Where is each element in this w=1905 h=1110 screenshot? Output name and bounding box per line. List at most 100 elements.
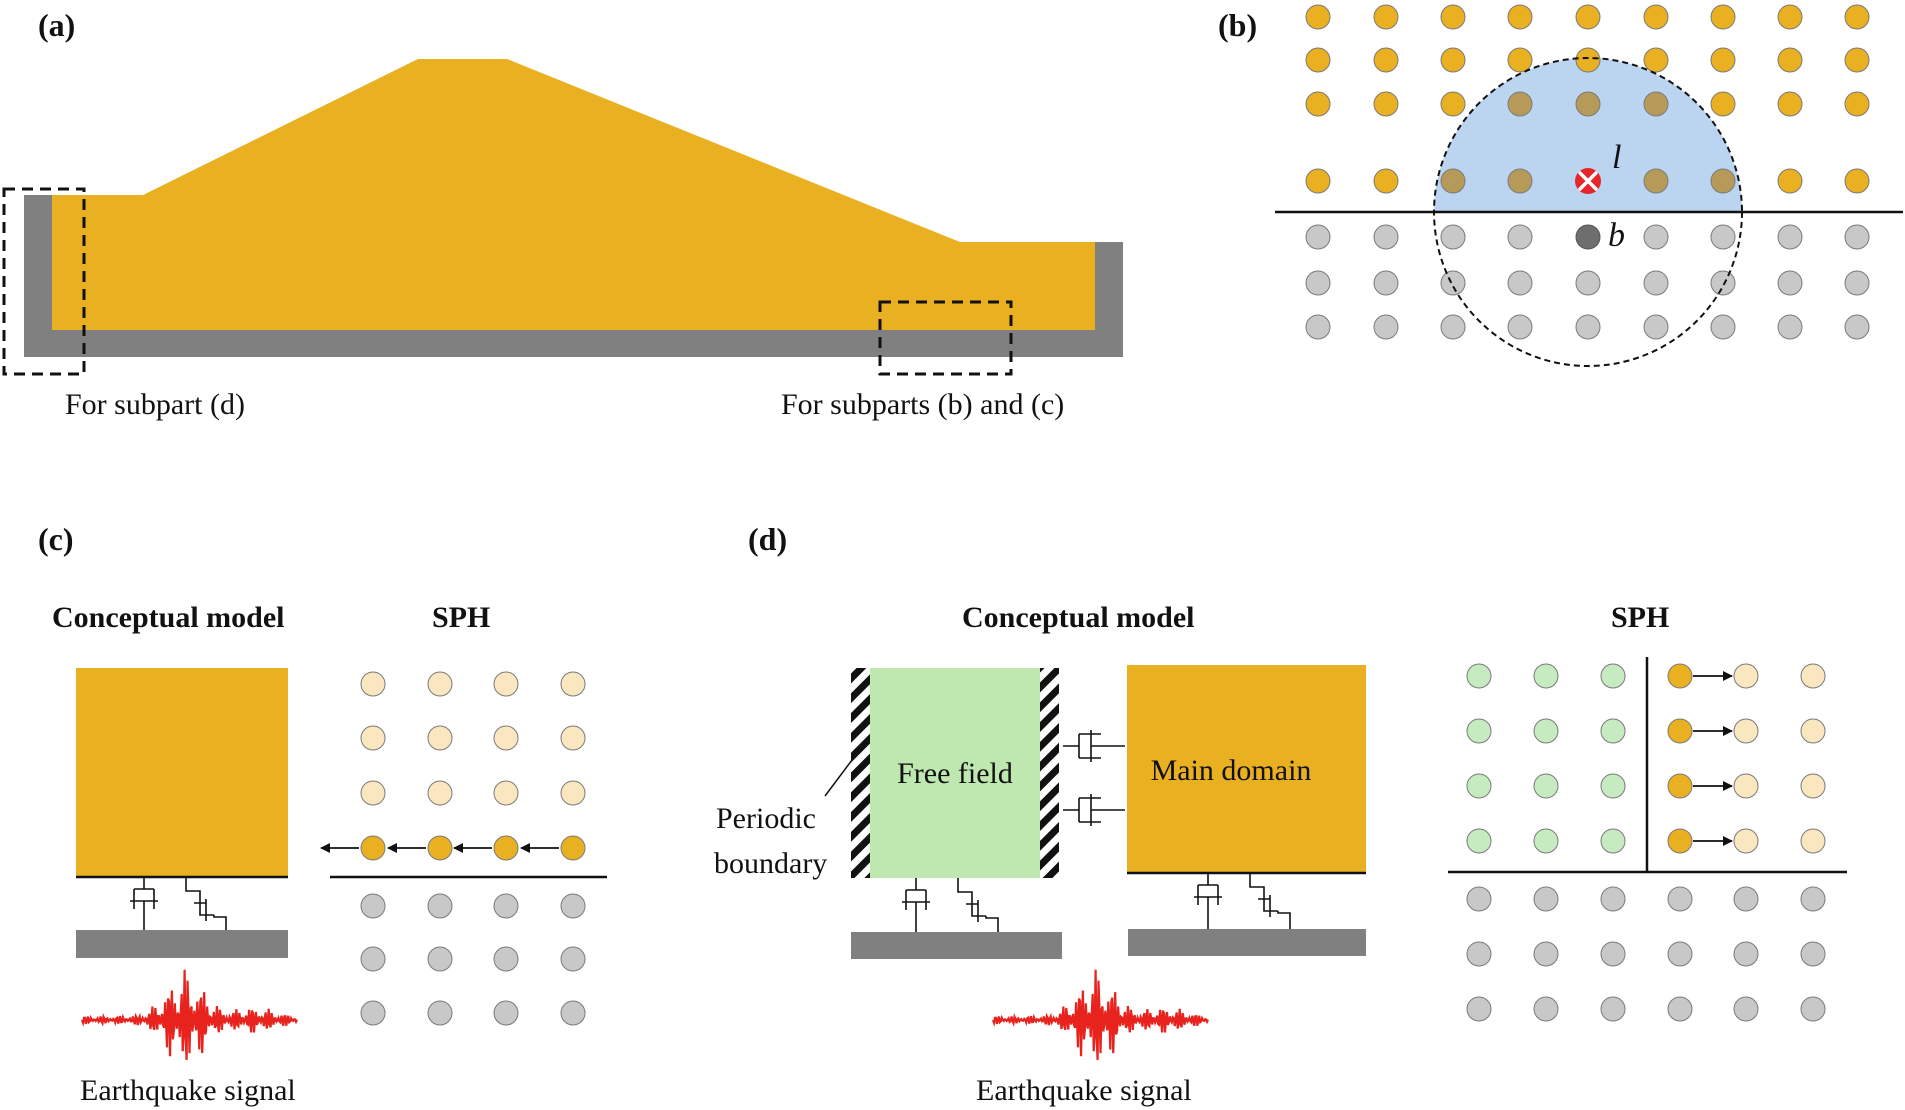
container-base bbox=[24, 330, 1123, 357]
soil-particle-light bbox=[1800, 828, 1826, 854]
soil-particle bbox=[1373, 91, 1399, 117]
boundary-particle bbox=[1710, 270, 1736, 296]
soil-particle bbox=[1305, 91, 1331, 117]
soil-particle bbox=[1305, 4, 1331, 30]
soil-particle-light bbox=[493, 780, 519, 806]
boundary-particle bbox=[360, 893, 386, 919]
interface-soil-particle bbox=[1667, 718, 1693, 744]
soil-particle-light bbox=[1733, 773, 1759, 799]
note-subpart-d: For subpart (d) bbox=[65, 388, 245, 421]
boundary-particle bbox=[493, 1000, 519, 1026]
soil-particle bbox=[1373, 168, 1399, 194]
soil-particle bbox=[1440, 47, 1466, 73]
free-field-particle bbox=[1533, 773, 1559, 799]
dashpot-spring-icon bbox=[130, 877, 227, 930]
soil-particle-light bbox=[427, 671, 453, 697]
panel-c-particles bbox=[320, 671, 586, 1026]
dashpot-icon bbox=[902, 901, 930, 932]
boundary-particle bbox=[1507, 270, 1533, 296]
boundary-particle bbox=[1667, 996, 1693, 1022]
soil-particle-light bbox=[560, 780, 586, 806]
boundary-particle bbox=[1373, 314, 1399, 340]
boundary-particle bbox=[1733, 941, 1759, 967]
dashpot-icon bbox=[133, 877, 155, 909]
focus-box-subparts-b-c bbox=[878, 300, 1013, 376]
soil-particle-in-domain bbox=[1507, 91, 1533, 117]
boundary-particle bbox=[427, 946, 453, 972]
boundary-particle bbox=[1667, 886, 1693, 912]
boundary-particle bbox=[1643, 270, 1669, 296]
soil-particle bbox=[1305, 47, 1331, 73]
free-field-particle bbox=[1466, 773, 1492, 799]
particle-b bbox=[1575, 224, 1601, 250]
panel-d-label: (d) bbox=[748, 521, 787, 557]
boundary-particle bbox=[1466, 886, 1492, 912]
soil-particle-in-domain bbox=[1643, 91, 1669, 117]
boundary-particle bbox=[1777, 314, 1803, 340]
dam-soil-body bbox=[52, 59, 1095, 330]
soil-particle-light bbox=[1733, 828, 1759, 854]
soil-particle-light bbox=[1733, 663, 1759, 689]
interface-soil-particle bbox=[1667, 773, 1693, 799]
boundary-particle bbox=[1600, 941, 1626, 967]
panel-c-conceptual-title: Conceptual model bbox=[52, 601, 285, 634]
free-field-particle bbox=[1533, 663, 1559, 689]
panel-d-sph-title: SPH bbox=[1611, 601, 1669, 634]
soil-particle-light bbox=[493, 725, 519, 751]
boundary-particle bbox=[1777, 224, 1803, 250]
lateral-dashpot-icon bbox=[1063, 730, 1125, 762]
interface-soil-particle bbox=[493, 835, 519, 861]
main-domain-block bbox=[1127, 665, 1366, 873]
soil-particle bbox=[1643, 47, 1669, 73]
main-domain-rigid-base bbox=[1128, 929, 1366, 956]
soil-particle bbox=[1305, 168, 1331, 194]
boundary-particle bbox=[1600, 996, 1626, 1022]
panel-c-signal-caption: Earthquake signal bbox=[80, 1074, 296, 1107]
soil-particle bbox=[1575, 4, 1601, 30]
note-subparts-b-c: For subparts (b) and (c) bbox=[781, 388, 1064, 421]
boundary-particle bbox=[1507, 314, 1533, 340]
boundary-particle bbox=[493, 946, 519, 972]
soil-particle-light bbox=[360, 671, 386, 697]
interface-soil-particle bbox=[427, 835, 453, 861]
periodic-boundary-right bbox=[1040, 668, 1059, 878]
soil-particle bbox=[1777, 168, 1803, 194]
soil-particle bbox=[1844, 91, 1870, 117]
boundary-particle bbox=[1733, 886, 1759, 912]
earthquake-signal-icon bbox=[991, 969, 1209, 1060]
boundary-particle bbox=[1575, 314, 1601, 340]
dashpot-icon bbox=[905, 878, 927, 910]
spring-icon bbox=[1249, 873, 1291, 929]
soil-particle bbox=[1440, 91, 1466, 117]
panel-c-label: (c) bbox=[38, 521, 74, 557]
free-field-particle bbox=[1533, 828, 1559, 854]
soil-particle bbox=[1844, 4, 1870, 30]
soil-particle bbox=[1507, 4, 1533, 30]
boundary-particle bbox=[360, 1000, 386, 1026]
panel-b-label: (b) bbox=[1218, 7, 1257, 43]
soil-particle bbox=[1777, 91, 1803, 117]
panel-b: (b) l b bbox=[1218, 4, 1903, 367]
free-field-particle bbox=[1600, 828, 1626, 854]
soil-particle-in-domain bbox=[1575, 91, 1601, 117]
soil-particle bbox=[1575, 47, 1601, 73]
soil-particle bbox=[1777, 47, 1803, 73]
soil-particle bbox=[1373, 4, 1399, 30]
panel-a: (a) For subpart (d) For subparts (b) and… bbox=[2, 7, 1123, 421]
soil-particle-in-domain bbox=[1710, 168, 1736, 194]
earthquake-signal-icon bbox=[80, 969, 298, 1060]
boundary-particle bbox=[1305, 224, 1331, 250]
soil-particle bbox=[1373, 47, 1399, 73]
boundary-particle bbox=[1667, 941, 1693, 967]
boundary-particle bbox=[1440, 314, 1466, 340]
soil-particle-in-domain bbox=[1507, 168, 1533, 194]
spring-icon bbox=[185, 877, 227, 930]
dashpot-spring-icon bbox=[902, 730, 1291, 932]
boundary-particle bbox=[1710, 224, 1736, 250]
panel-d-conceptual-title: Conceptual model bbox=[962, 601, 1195, 634]
soil-particle-light bbox=[1800, 773, 1826, 799]
boundary-particle bbox=[1533, 886, 1559, 912]
boundary-particle bbox=[1440, 224, 1466, 250]
soil-particle-light bbox=[360, 725, 386, 751]
free-field-particle bbox=[1466, 718, 1492, 744]
